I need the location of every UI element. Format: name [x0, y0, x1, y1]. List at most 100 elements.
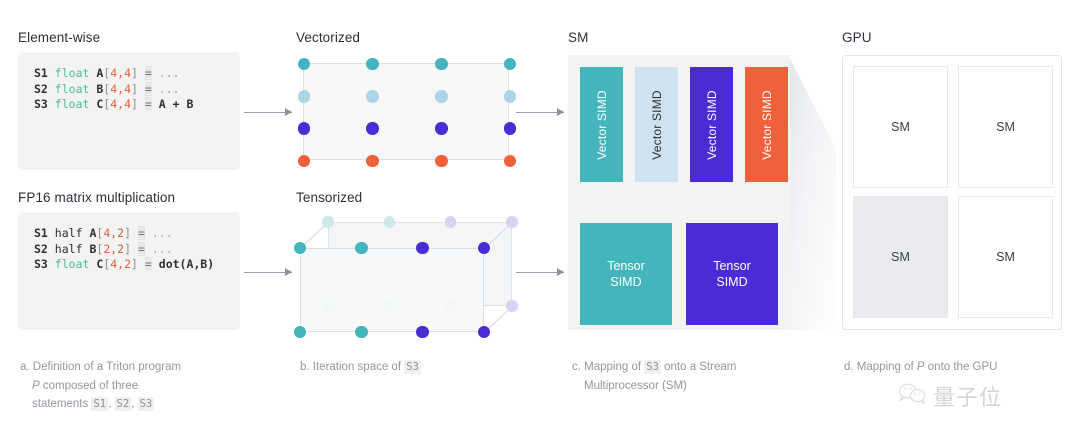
caption-a-mono-s1: S1: [91, 397, 109, 411]
code-fp16-line-s2: S2 half B[2,2] = ...: [34, 241, 224, 258]
heading-sm: SM: [568, 30, 589, 45]
code-bracket-close: ]: [131, 257, 138, 271]
arrow-grid-to-sm: [516, 108, 564, 117]
grid-dot: [435, 122, 448, 135]
code-bracket-open: [: [96, 241, 104, 256]
caption-c-mono-s3: S3: [644, 360, 661, 374]
gpu-sm-cell-active[interactable]: SM: [853, 196, 948, 318]
grid-dot: [435, 154, 448, 168]
code-bracket-close: ]: [124, 241, 132, 256]
grid-dot: [435, 57, 448, 71]
grid-dot: [297, 154, 311, 168]
code-shape: 4,4: [110, 81, 132, 96]
caption-a-line2-post: composed of three: [39, 379, 139, 392]
cube-dot-front: [355, 241, 368, 255]
caption-c-pre: Mapping of: [584, 361, 645, 373]
caption-a-mono-s3: S3: [137, 397, 155, 411]
tensor-simd-unit[interactable]: Tensor SIMD: [686, 223, 778, 325]
caption-a-program-symbol: P: [32, 379, 40, 392]
code-fp16-line-s3: S3 float C[4,2] = dot(A,B): [34, 257, 224, 273]
grid-dot: [366, 122, 379, 135]
code-stmt-label: S2: [34, 241, 48, 256]
heading-fp16-matmul: FP16 matrix multiplication: [18, 190, 176, 205]
code-assign-operator: =: [144, 81, 152, 96]
heading-element-wise: Element-wise: [18, 30, 101, 45]
vector-simd-label: Vector SIMD: [594, 89, 609, 160]
grid-dot: [435, 90, 448, 103]
code-var-name: A: [89, 226, 97, 240]
code-bracket-close: ]: [131, 81, 138, 96]
caption-b-pre: Iteration space of: [312, 361, 405, 373]
code-bracket-open: [: [103, 257, 111, 271]
code-type-keyword: half: [54, 226, 83, 240]
arrow-head: [285, 268, 292, 276]
vector-simd-unit[interactable]: Vector SIMD: [745, 67, 788, 182]
code-rhs: A + B: [158, 97, 194, 111]
heading-tensorized: Tensorized: [296, 190, 363, 205]
code-elementwise-line-s3: S3 float C[4,4] = A + B: [34, 97, 224, 113]
code-rhs: dot(A,B): [158, 257, 215, 271]
caption-c-line2: Multiprocessor (SM): [584, 379, 687, 392]
code-bracket-close: ]: [131, 66, 138, 80]
grid-dot: [503, 154, 517, 168]
arrow-shaft: [516, 112, 564, 113]
caption-a-line1: Definition of a Triton program: [32, 361, 182, 373]
gpu-sm-cell[interactable]: SM: [853, 66, 948, 188]
caption-a-line3: statements S1, S2, S3: [32, 397, 155, 411]
code-type-keyword: half: [54, 241, 83, 256]
code-bracket-close: ]: [131, 97, 138, 111]
gpu-sm-cell[interactable]: SM: [958, 66, 1053, 188]
cube-front-face: [300, 248, 484, 332]
watermark-text: 量子位: [933, 386, 1003, 411]
arrow-code-to-cube: [244, 268, 292, 277]
watermark: 量子位: [898, 380, 1002, 412]
code-rhs: ...: [151, 226, 173, 240]
tensor-simd-unit[interactable]: Tensor SIMD: [580, 223, 672, 325]
caption-c-index: c.: [572, 361, 581, 373]
code-var-name: C: [96, 97, 104, 111]
code-stmt-label: S3: [34, 257, 48, 271]
code-stmt-label: S2: [34, 81, 48, 96]
vector-simd-unit[interactable]: Vector SIMD: [635, 67, 678, 182]
code-rhs: ...: [158, 81, 180, 96]
code-assign-operator: =: [144, 257, 152, 271]
caption-a-index: a.: [20, 361, 30, 373]
caption-a-line2: P composed of three: [20, 377, 240, 396]
cube-dot-back: [506, 216, 518, 228]
vector-simd-unit[interactable]: Vector SIMD: [690, 67, 733, 182]
cube-dot-front: [355, 325, 368, 339]
arrow-shaft: [244, 272, 292, 273]
code-fp16-line-s1: S1 half A[4,2] = ...: [34, 226, 224, 242]
arrow-shaft: [244, 112, 292, 113]
caption-a-line3-pre: statements: [32, 398, 92, 410]
cube-dot-front: [416, 241, 429, 255]
heading-vectorized: Vectorized: [296, 30, 361, 45]
sm-to-gpu-connector: [788, 55, 836, 330]
caption-c-post: onto a Stream: [660, 361, 737, 373]
cube-dot-front: [293, 325, 307, 339]
grid-dot: [503, 90, 517, 103]
cube-dot-back: [383, 216, 395, 228]
code-stmt-label: S1: [34, 66, 48, 80]
code-rhs: ...: [158, 66, 180, 80]
grid-dot: [503, 57, 517, 71]
grid-dot: [297, 122, 311, 135]
code-assign-operator: =: [144, 97, 152, 111]
arrow-head: [285, 108, 292, 116]
code-bracket-open: [: [96, 226, 104, 240]
code-assign-operator: =: [137, 226, 145, 240]
code-block-element-wise: S1 float A[4,4] = ...S2 float B[4,4] = .…: [18, 52, 240, 170]
code-var-name: B: [89, 241, 97, 256]
iteration-space-cube: [293, 216, 518, 339]
caption-b-mono-s3: S3: [404, 360, 421, 374]
code-rhs: ...: [151, 241, 173, 256]
code-bracket-close: ]: [124, 226, 132, 240]
code-stmt-label: S3: [34, 97, 48, 111]
gpu-sm-cell[interactable]: SM: [958, 196, 1053, 318]
vector-simd-unit[interactable]: Vector SIMD: [580, 67, 623, 182]
code-assign-operator: =: [137, 241, 145, 256]
cube-dot-back: [445, 216, 457, 228]
heading-gpu: GPU: [842, 30, 872, 45]
grid-dot: [366, 57, 379, 71]
